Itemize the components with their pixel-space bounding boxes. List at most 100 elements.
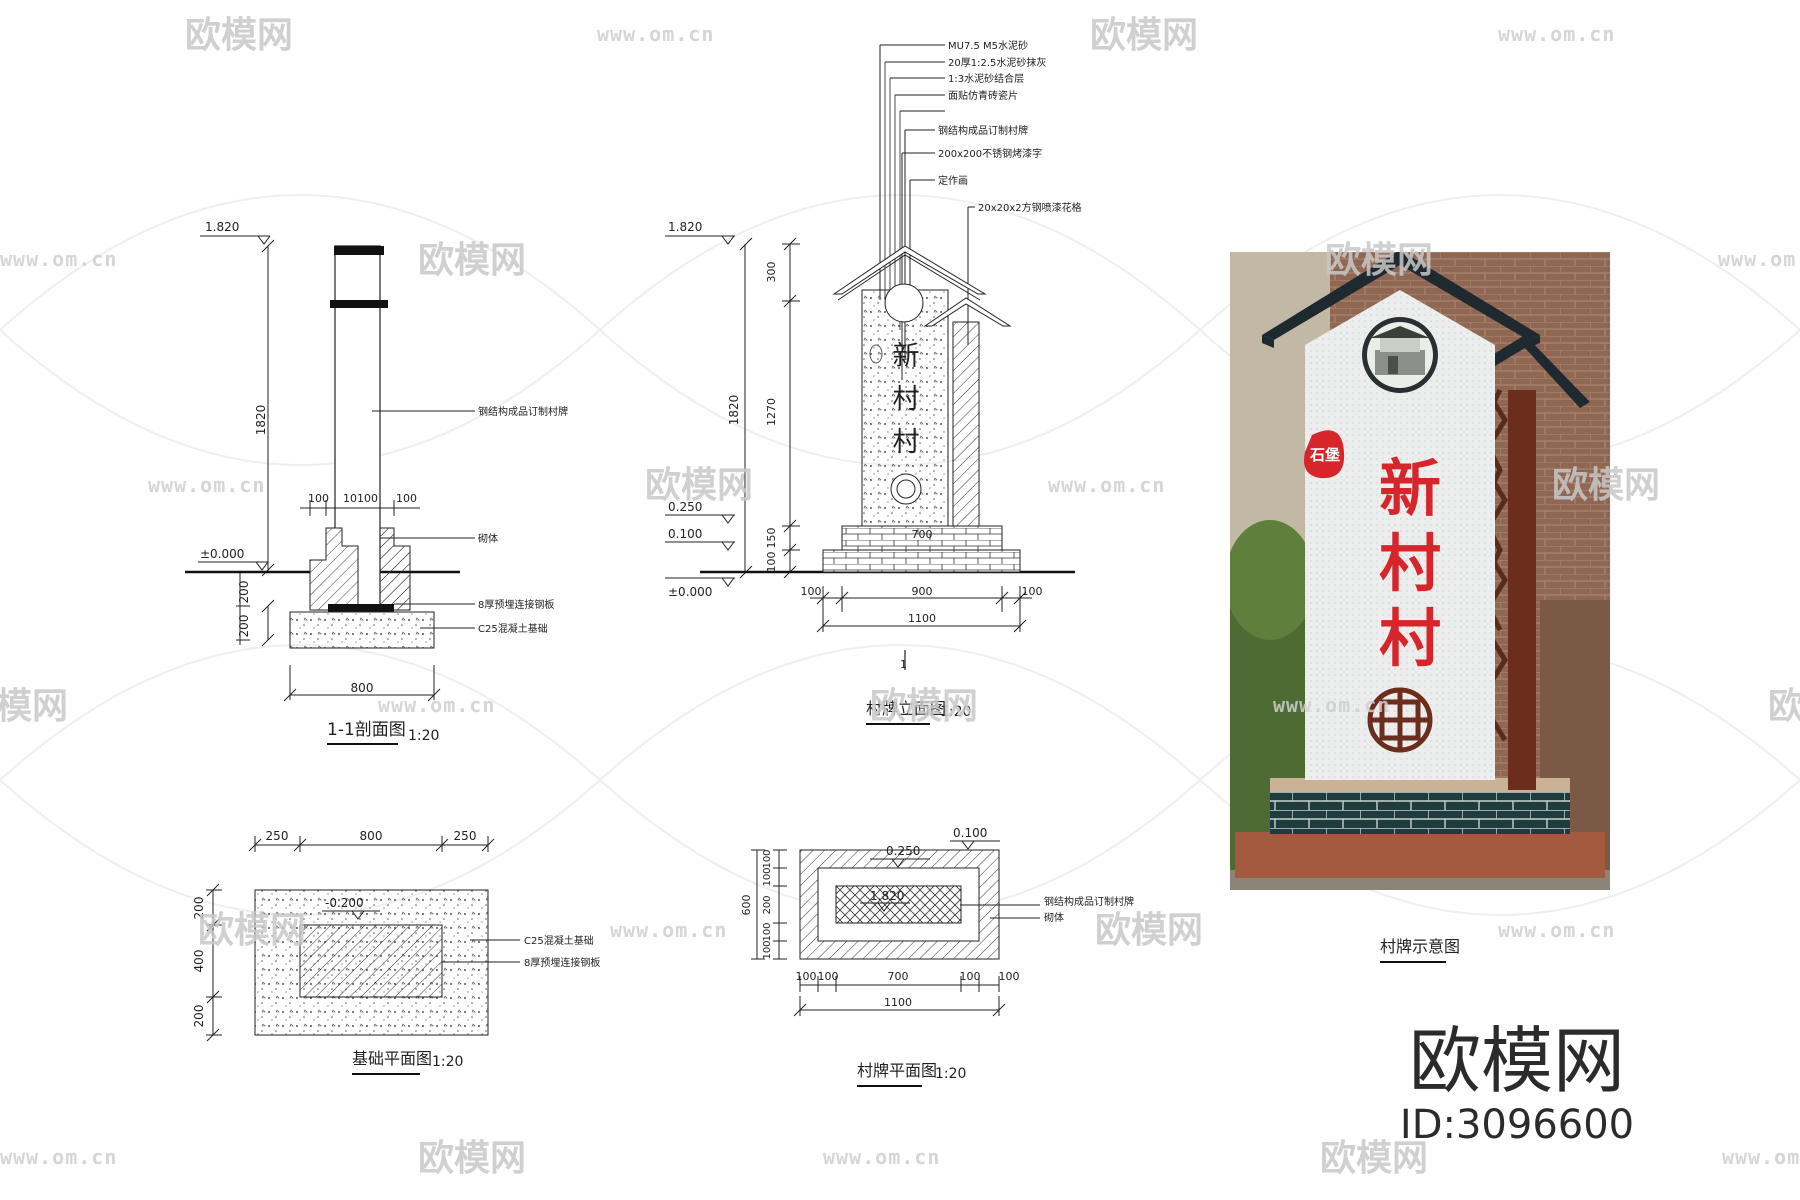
- wm-url-7: www.om.cn: [378, 693, 495, 717]
- elev-dim-700: 700: [912, 528, 933, 541]
- foundation-dim-left-1: 400: [192, 950, 206, 973]
- wm-brand-12: 欧模网: [418, 1138, 526, 1179]
- elev-dim-1270: 1270: [765, 398, 778, 426]
- sign-plan: 0.100 0.250 1.820 100 100 200 100 100 60…: [740, 826, 1134, 1087]
- foundation-dim-top-2: 250: [454, 829, 477, 843]
- sign-plan-elev-c: 1.820: [870, 889, 904, 903]
- wm-url-2: www.om.cn: [1498, 22, 1615, 46]
- photo-plinth: [1235, 832, 1605, 878]
- brand-id: ID:3096600: [1400, 1102, 1634, 1148]
- section-dim-200b: 200: [237, 615, 251, 638]
- section-note-plate: 8厚预埋连接钢板: [478, 598, 554, 611]
- section-scale: 1:20: [408, 728, 439, 744]
- elev-note-7: 20x20x2方钢喷漆花格: [978, 201, 1082, 214]
- elev-sign-char-1: 新: [893, 341, 920, 372]
- elevation-notes: MU7.5 M5水泥砂 20厚1:2.5水泥砂抹灰 1:3水泥砂结合层 面贴仿青…: [880, 39, 1082, 380]
- foundation-scale: 1:20: [432, 1054, 463, 1070]
- foundation-dim-top-0: 250: [266, 829, 289, 843]
- wm-brand-11: 欧模网: [1095, 910, 1203, 951]
- wm-url-9: www.om.cn: [610, 918, 727, 942]
- post-cap: [334, 246, 384, 255]
- sign-plan-dim-600: 600: [740, 895, 753, 916]
- photo-tile-base: [1270, 790, 1570, 834]
- sign-plan-dim-bottom-1: 100: [818, 970, 839, 983]
- sign-plan-dim-left-3: 100: [762, 922, 773, 941]
- foundation-note-plate: 8厚预埋连接钢板: [524, 956, 600, 969]
- section-dim-top-2: 100: [396, 492, 417, 505]
- section-elev-ground: ±0.000: [200, 547, 244, 561]
- elev-dim-right: 100: [1022, 585, 1043, 598]
- wm-brand-13: 欧模网: [1320, 1138, 1428, 1179]
- elev-sign-char-2: 村: [893, 384, 920, 415]
- elev-dim-150: 150: [765, 528, 778, 549]
- section-note-post: 钢结构成品订制村牌: [478, 405, 568, 418]
- elevation-scale: 1:20: [940, 704, 971, 720]
- sign-plan-dim-bottom-4: 100: [999, 970, 1020, 983]
- sign-plan-note-body: 砌体: [1044, 912, 1064, 924]
- sign-plan-dim-bottom-3: 100: [960, 970, 981, 983]
- elev-elev-top: 1.820: [668, 220, 702, 234]
- wm-brand-10: 欧模网: [198, 910, 306, 951]
- section-1-1: 1.820 ±0.000 1820 200 200 100 10100: [185, 220, 568, 745]
- elev-elev-b: 0.100: [668, 527, 702, 541]
- wm-brand-5: 欧模网: [645, 465, 753, 506]
- foundation-title: 基础平面图: [352, 1049, 432, 1068]
- wm-url-6: www.om.cn: [1048, 473, 1165, 497]
- wm-url-5: www.om.cn: [148, 473, 265, 497]
- foundation-dim-top-1: 800: [360, 829, 383, 843]
- wm-brand-8: 欧模网: [870, 686, 978, 727]
- sign-plan-elev-a: 0.100: [953, 826, 987, 840]
- elev-elev-ground: ±0.000: [668, 585, 712, 599]
- elev-dim-1820: 1820: [727, 395, 741, 426]
- wm-url-8: www.om.cn: [1273, 693, 1390, 717]
- sign-plan-dim-bottom-2: 700: [888, 970, 909, 983]
- section-note-body: 砌体: [478, 533, 498, 545]
- wm-brand-4: 欧模网: [1325, 240, 1433, 281]
- section-elev-top: 1.820: [205, 220, 239, 234]
- brand-footer: 欧模网 ID:3096600: [1400, 1019, 1634, 1148]
- photo-sign-char-1: 新: [1379, 452, 1441, 525]
- elev-note-6: 定作画: [938, 174, 968, 187]
- wm-brand-1: 欧模网: [185, 15, 293, 56]
- elev-section-mark: 1: [900, 658, 907, 671]
- elev-dim-left: 100: [801, 585, 822, 598]
- section-note-concrete: C25混凝土基础: [478, 622, 548, 635]
- wm-url-1: www.om.cn: [597, 22, 714, 46]
- photo-caption: 村牌示意图: [1380, 937, 1460, 956]
- section-dim-top-1: 10100: [343, 492, 378, 505]
- sign-plan-dim-1100: 1100: [884, 996, 912, 1009]
- sign-plan-note-sign: 钢结构成品订制村牌: [1044, 895, 1134, 908]
- photo-sign-char-2: 村: [1379, 527, 1441, 600]
- wm-brand-6: 欧模网: [1552, 465, 1660, 506]
- wm-brand-7: 欧模网: [0, 686, 68, 727]
- elevation-title: 村牌立面图: [866, 699, 946, 718]
- wm-url-10: www.om.cn: [1498, 918, 1615, 942]
- foundation-elev: -0.200: [325, 896, 364, 910]
- elev-elev-a: 0.250: [668, 500, 702, 514]
- section-dim-top-0: 100: [308, 492, 329, 505]
- sign-plan-dim-left-0: 100: [762, 849, 773, 868]
- wm-url-13: www.om.cn: [1722, 1145, 1800, 1169]
- section-dim-200a: 200: [237, 581, 251, 604]
- sign-elevation: MU7.5 M5水泥砂 20厚1:2.5水泥砂抹灰 1:3水泥砂结合层 面贴仿青…: [665, 39, 1082, 725]
- elev-note-0: MU7.5 M5水泥砂: [948, 39, 1028, 52]
- watermarks: 欧模网 www.om.cn 欧模网 www.om.cn www.om.cn 欧模…: [0, 15, 1800, 1179]
- elev-sign-char-3: 村: [893, 427, 920, 458]
- photo-badge: 石堡: [1309, 446, 1340, 464]
- elev-note-3: 面贴仿青砖瓷片: [948, 89, 1018, 102]
- elev-dim-300: 300: [765, 262, 778, 283]
- wm-url-3: www.om.cn: [0, 247, 117, 271]
- photo-coin-icon: [1367, 687, 1433, 753]
- wm-url-12: www.om.cn: [823, 1145, 940, 1169]
- elev-note-4: 钢结构成品订制村牌: [938, 124, 1028, 137]
- sign-plan-dim-bottom-0: 100: [796, 970, 817, 983]
- foundation-dim-left-0: 200: [192, 897, 206, 920]
- sign-plan-elev-b: 0.250: [886, 844, 920, 858]
- elev-dim-1100: 1100: [908, 612, 936, 625]
- wm-brand-2: 欧模网: [1090, 15, 1198, 56]
- sign-plan-scale: 1:20: [935, 1066, 966, 1082]
- foundation-dim-left-2: 200: [192, 1005, 206, 1028]
- wm-brand-9: 欧模网: [1768, 686, 1800, 727]
- wm-brand-3: 欧模网: [418, 240, 526, 281]
